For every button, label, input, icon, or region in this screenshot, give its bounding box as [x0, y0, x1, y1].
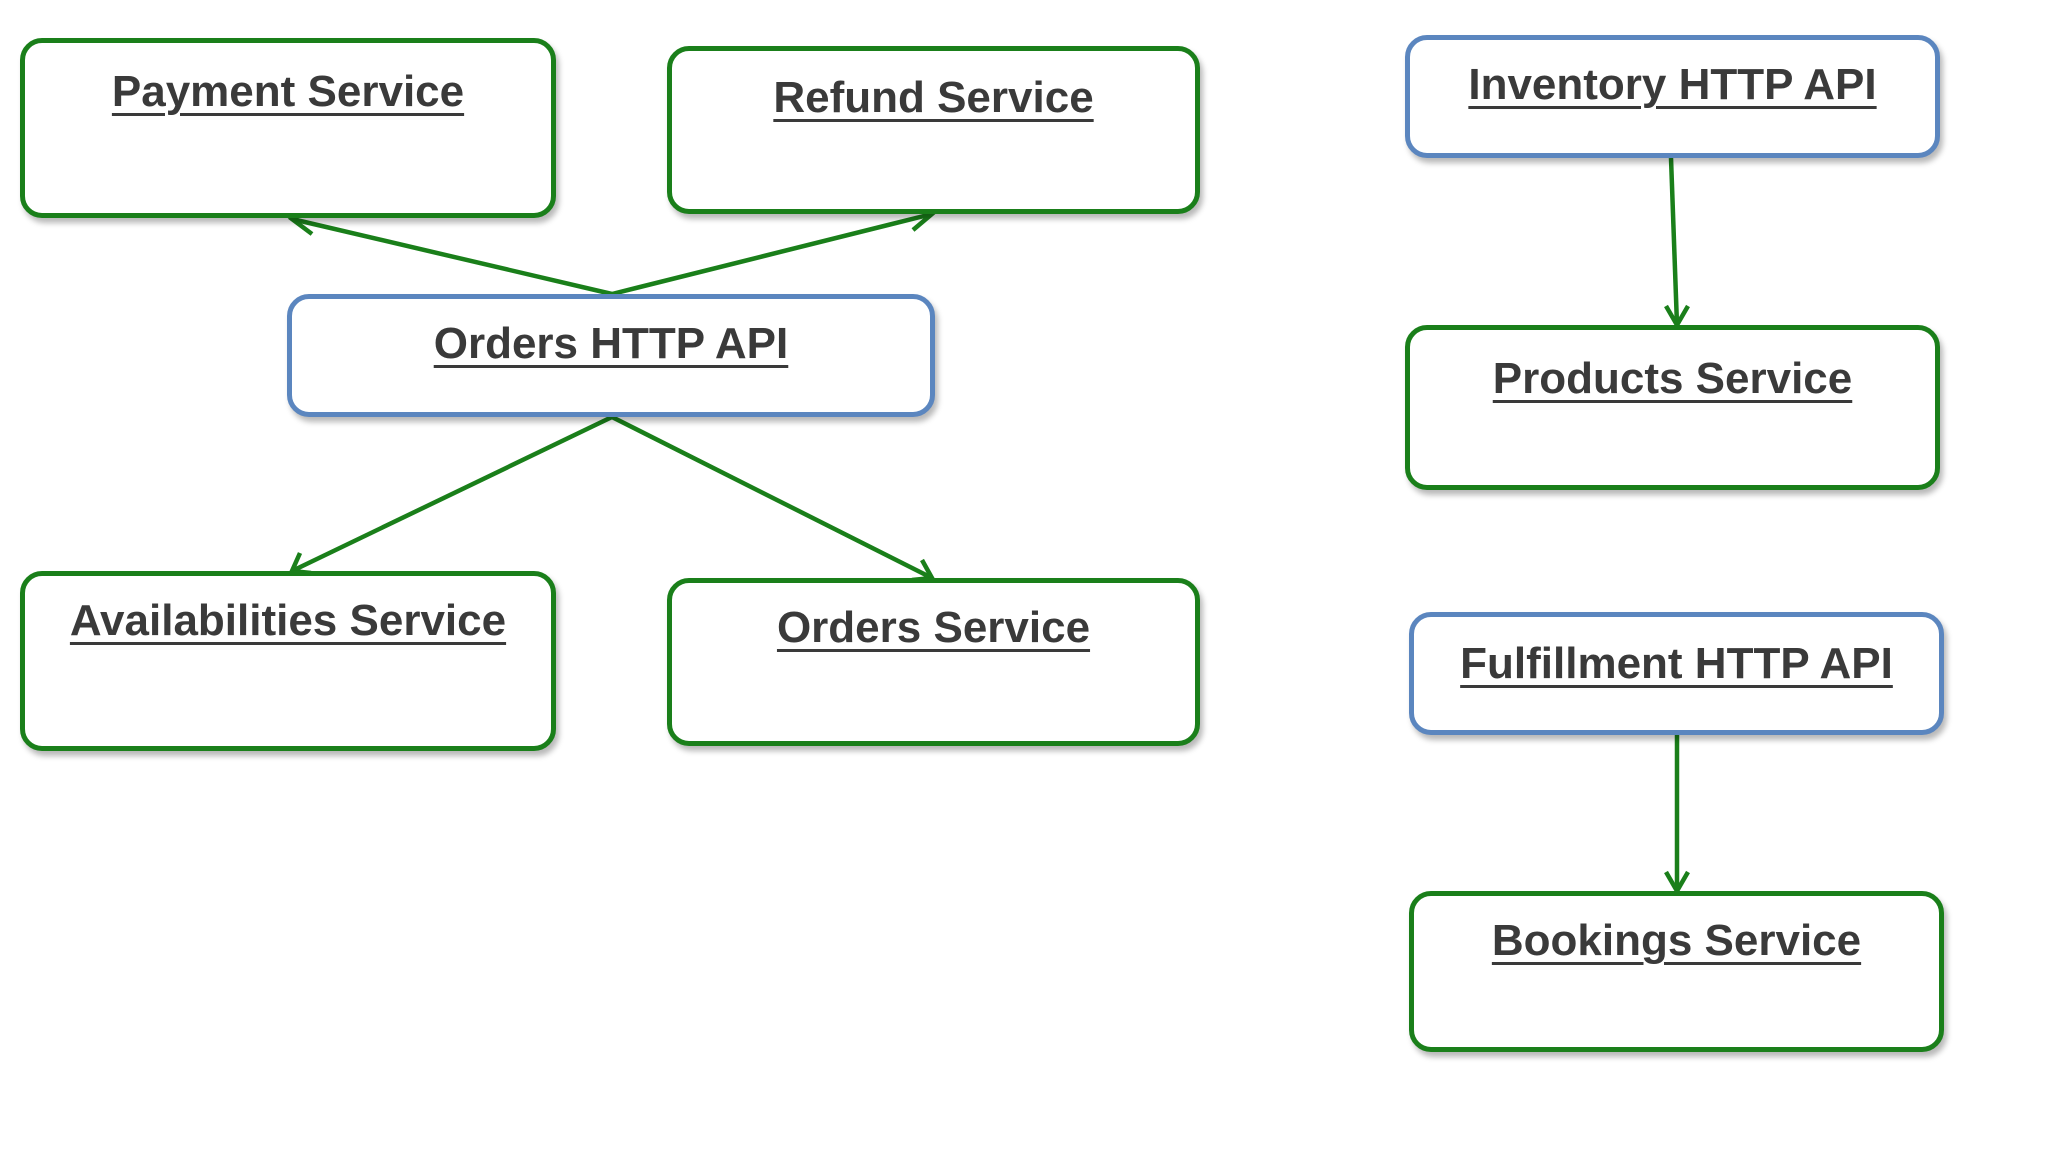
refund-service-box: Refund Service: [667, 46, 1200, 214]
products-service-label: Products Service: [1492, 354, 1853, 403]
orders-http-api-label: Orders HTTP API: [433, 319, 789, 368]
edge-orders-api-to-payment: [291, 216, 613, 297]
bookings-service-box: Bookings Service: [1409, 891, 1944, 1052]
bookings-service-label: Bookings Service: [1491, 916, 1862, 965]
products-service-box: Products Service: [1405, 325, 1940, 490]
orders-service-box: Orders Service: [667, 578, 1200, 746]
edge-orders-api-to-orders-service: [610, 414, 934, 581]
payment-service-label: Payment Service: [111, 67, 465, 116]
orders-service-label: Orders Service: [776, 603, 1091, 652]
orders-http-api-box: Orders HTTP API: [287, 294, 935, 417]
fulfillment-http-api-label: Fulfillment HTTP API: [1460, 639, 1893, 688]
availabilities-service-label: Availabilities Service: [69, 596, 507, 645]
edge-orders-api-to-refund: [611, 211, 933, 297]
availabilities-service-box: Availabilities Service: [20, 571, 556, 751]
fulfillment-http-api-box: Fulfillment HTTP API: [1409, 612, 1944, 735]
refund-service-label: Refund Service: [773, 73, 1094, 122]
edge-inventory-api-to-products: [1668, 157, 1680, 326]
edge-orders-api-to-availabilities: [291, 414, 613, 574]
payment-service-box: Payment Service: [20, 38, 556, 218]
inventory-http-api-box: Inventory HTTP API: [1405, 35, 1940, 158]
inventory-http-api-label: Inventory HTTP API: [1468, 60, 1877, 109]
